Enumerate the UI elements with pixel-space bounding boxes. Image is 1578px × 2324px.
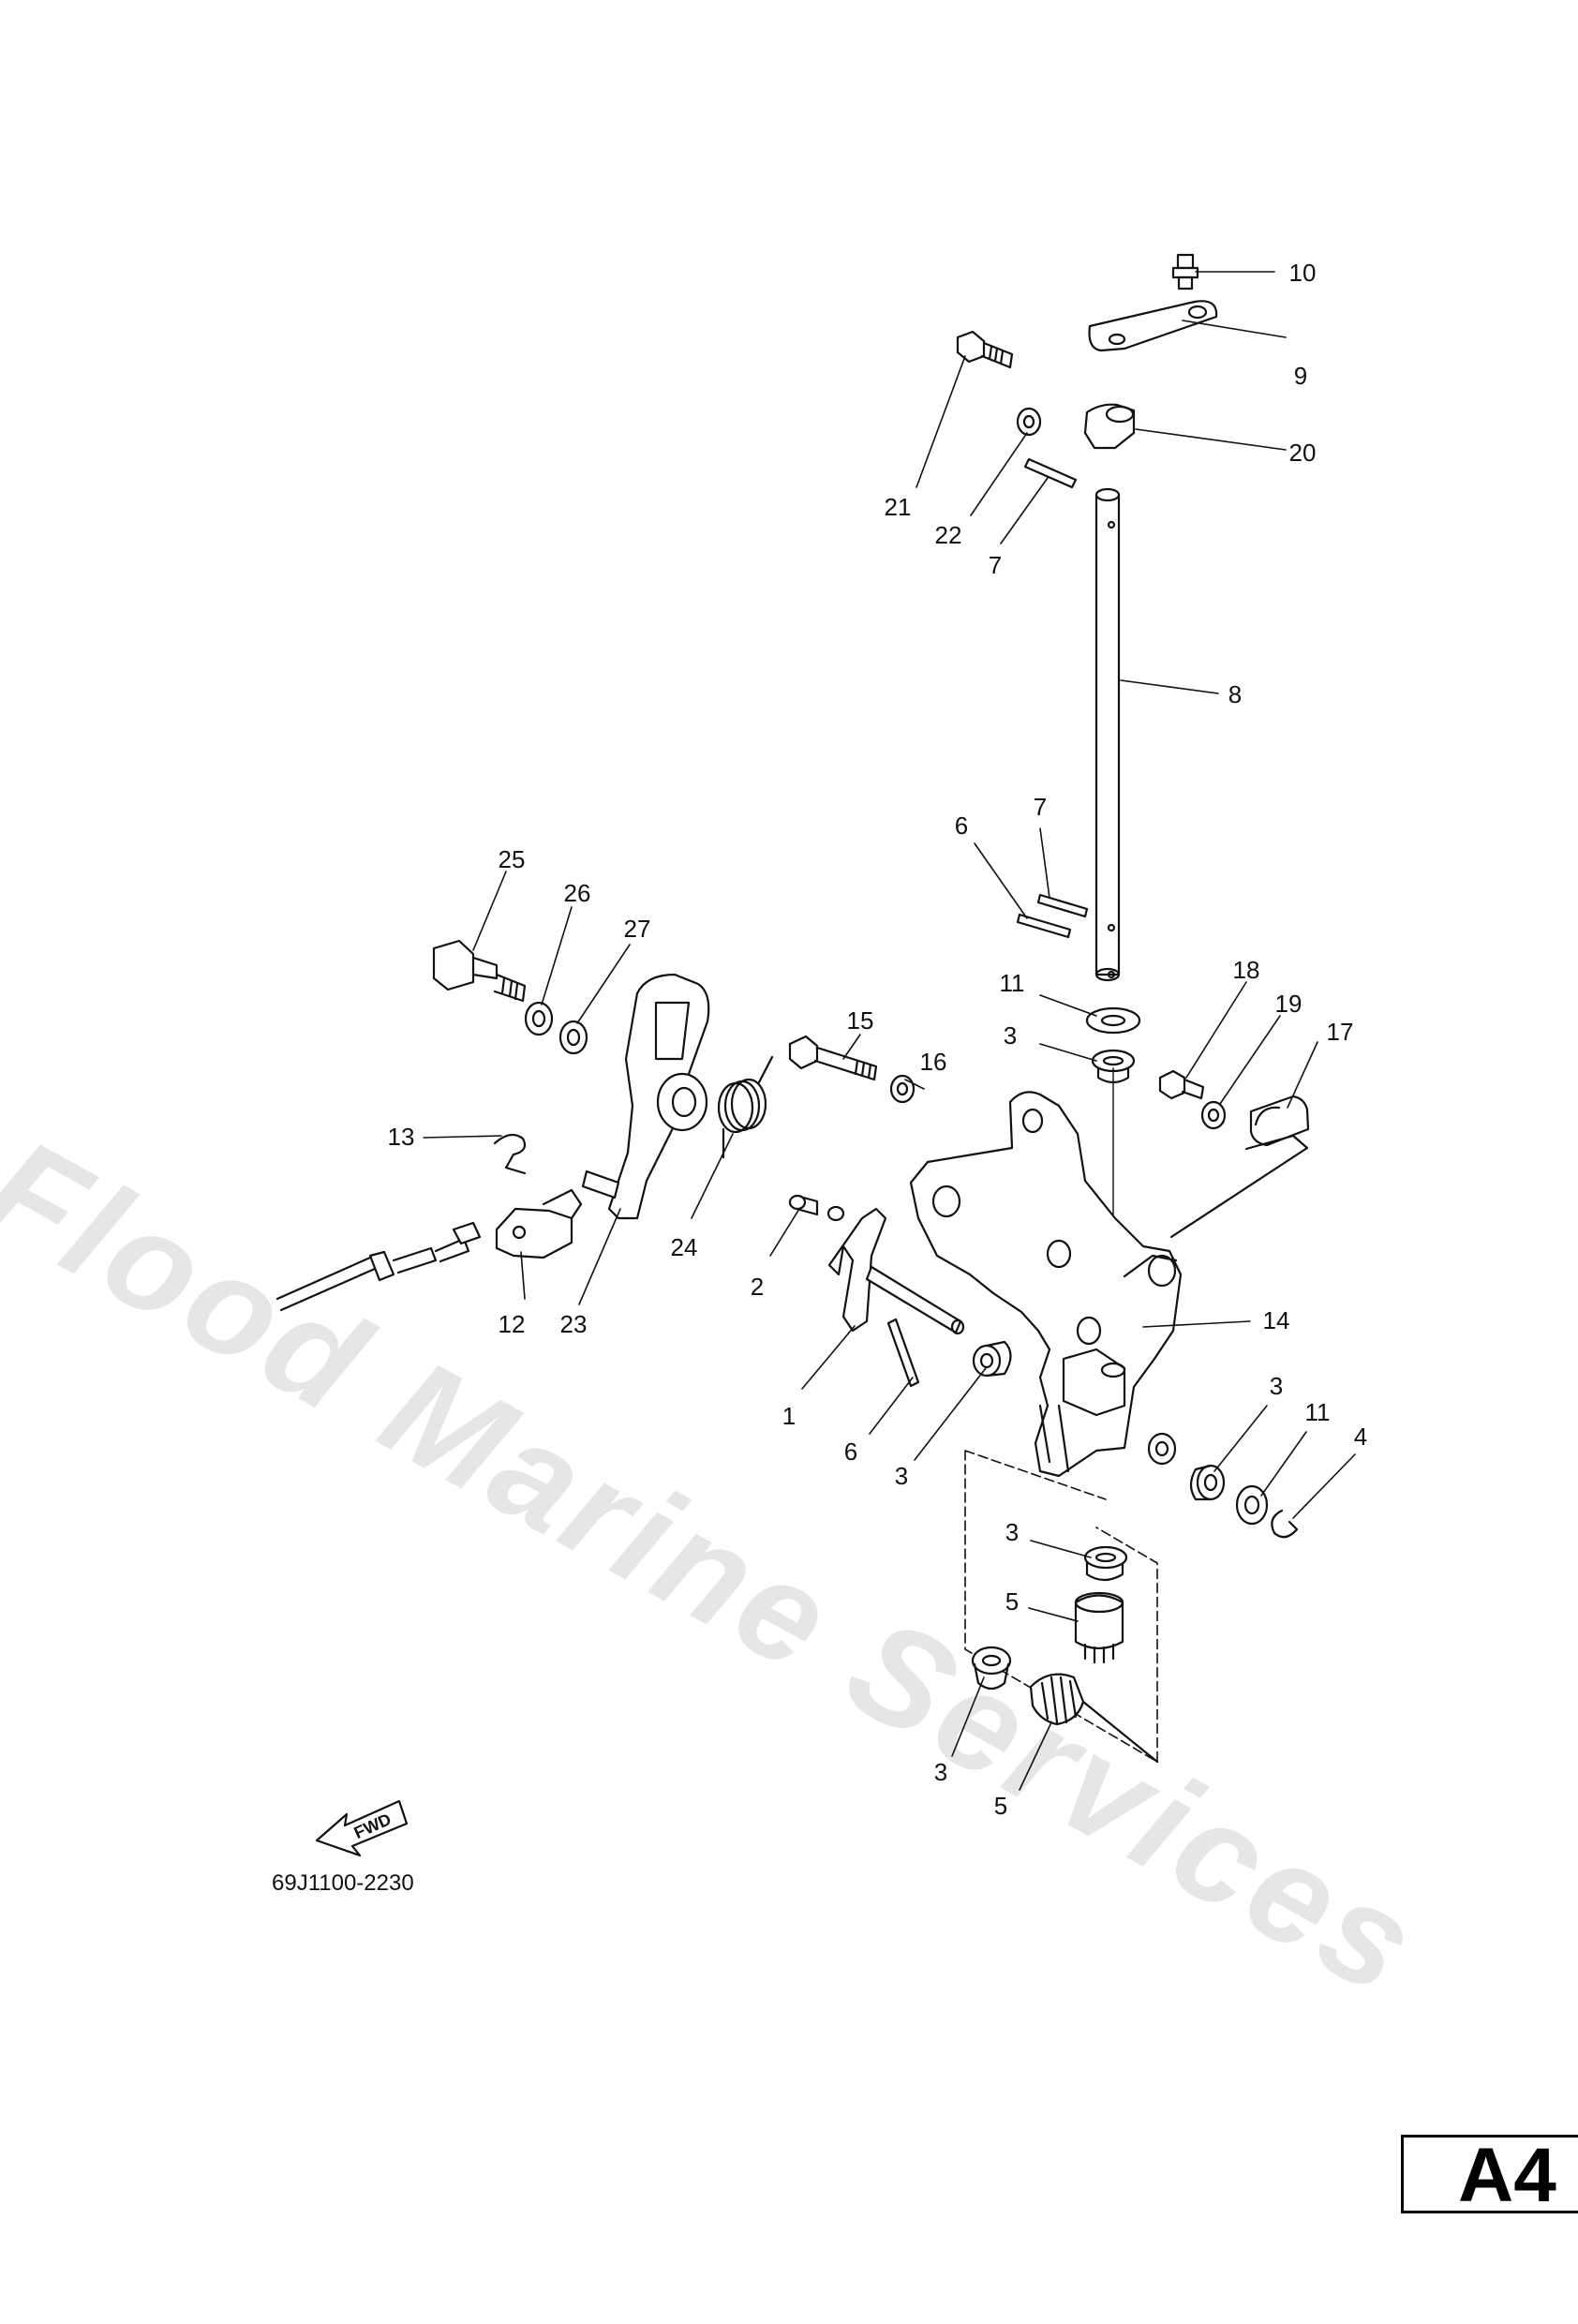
part-19-washer xyxy=(1200,1100,1227,1130)
callout-c16: 16 xyxy=(920,1048,947,1076)
callout-c9: 9 xyxy=(1294,362,1307,390)
shift-cable xyxy=(275,1221,482,1312)
page-tag-text: A4 xyxy=(1458,2135,1556,2213)
callout-c14: 14 xyxy=(1263,1306,1290,1334)
leader-lines xyxy=(423,271,1356,1791)
part-11-washer-right xyxy=(1235,1484,1269,1526)
part-5-shift-cam-upper xyxy=(1074,1591,1124,1664)
part-26-lock-washer xyxy=(524,1001,554,1036)
callout-c17: 17 xyxy=(1327,1018,1354,1046)
part-12-cable-joint xyxy=(495,1188,583,1259)
callout-c13: 13 xyxy=(388,1123,415,1151)
callout-c4: 4 xyxy=(1354,1423,1367,1451)
callout-c3b: 3 xyxy=(1270,1372,1283,1400)
callout-c19: 19 xyxy=(1275,990,1303,1018)
part-6-pin-lower xyxy=(886,1318,920,1388)
callout-c27: 27 xyxy=(624,915,651,943)
part-23-shift-lever xyxy=(581,973,710,1220)
part-2-collar xyxy=(788,1194,845,1222)
callout-c23: 23 xyxy=(560,1310,588,1338)
part-8-shift-rod xyxy=(1094,487,1121,982)
part-15-bolt xyxy=(788,1035,878,1081)
callout-c1: 1 xyxy=(782,1402,796,1430)
fwd-arrow-icon xyxy=(315,1799,409,1857)
page-tag: A4 xyxy=(1401,2135,1578,2213)
part-25-bolt xyxy=(432,939,527,1003)
callout-c6a: 6 xyxy=(955,812,968,840)
callout-c25: 25 xyxy=(499,845,526,873)
callout-c21: 21 xyxy=(885,493,912,521)
part-7-pin-lower xyxy=(1036,893,1089,918)
part-7-pin-upper xyxy=(1023,457,1078,489)
callout-c18: 18 xyxy=(1233,956,1260,984)
part-9-shift-lever xyxy=(1088,300,1218,352)
part-3-bushing-right xyxy=(1189,1464,1226,1501)
part-21-bolt xyxy=(956,330,1014,369)
part-3-bushing-left xyxy=(972,1340,1012,1378)
callout-c3e: 3 xyxy=(934,1758,947,1786)
part-14-shift-housing xyxy=(909,1091,1183,1478)
part-17-bracket-plate xyxy=(1169,1095,1310,1239)
part-11-washer-upper xyxy=(1085,1006,1141,1035)
callout-c24: 24 xyxy=(671,1233,698,1261)
part-5-gear-lower xyxy=(1029,1673,1159,1764)
callout-c10: 10 xyxy=(1289,259,1317,287)
part-10-grease-nipple xyxy=(1171,253,1199,290)
part-16-washer xyxy=(889,1074,916,1104)
callout-c7b: 7 xyxy=(1034,793,1047,821)
part-27-washer xyxy=(558,1020,588,1055)
part-18-bolt xyxy=(1158,1069,1205,1100)
part-4-circlip xyxy=(1271,1509,1299,1539)
callout-c3a: 3 xyxy=(1004,1021,1017,1050)
callout-c7a: 7 xyxy=(989,551,1002,579)
part-20-lever-bracket xyxy=(1083,403,1136,450)
callout-c5a: 5 xyxy=(1005,1587,1019,1616)
callout-c5b: 5 xyxy=(994,1792,1007,1820)
callout-c11b: 11 xyxy=(1305,1398,1331,1426)
callout-labels: 1092021227876252627113181917151613242141… xyxy=(388,259,1368,1820)
diagram-code: 69J1100-2230 xyxy=(272,1870,414,1896)
callout-c15: 15 xyxy=(847,1006,874,1035)
callout-c26: 26 xyxy=(564,879,591,907)
callout-c6b: 6 xyxy=(844,1438,857,1466)
callout-c20: 20 xyxy=(1289,439,1317,467)
callout-c8: 8 xyxy=(1228,680,1242,708)
part-3-bushing-bottom xyxy=(971,1646,1012,1691)
part-6-pin-upper xyxy=(1016,913,1072,939)
part-1-shift-shaft xyxy=(827,1207,965,1335)
part-24-torsion-spring xyxy=(717,1055,774,1159)
part-3-bushing-lower xyxy=(1083,1545,1128,1582)
part-13-r-clip xyxy=(493,1133,527,1175)
callout-c3d: 3 xyxy=(1005,1518,1019,1546)
callout-c12: 12 xyxy=(499,1310,526,1338)
part-22-washer xyxy=(1016,407,1042,437)
callout-c3c: 3 xyxy=(895,1462,908,1490)
callout-c2: 2 xyxy=(751,1273,764,1301)
callout-c22: 22 xyxy=(935,521,962,549)
callout-c11a: 11 xyxy=(1000,969,1025,997)
